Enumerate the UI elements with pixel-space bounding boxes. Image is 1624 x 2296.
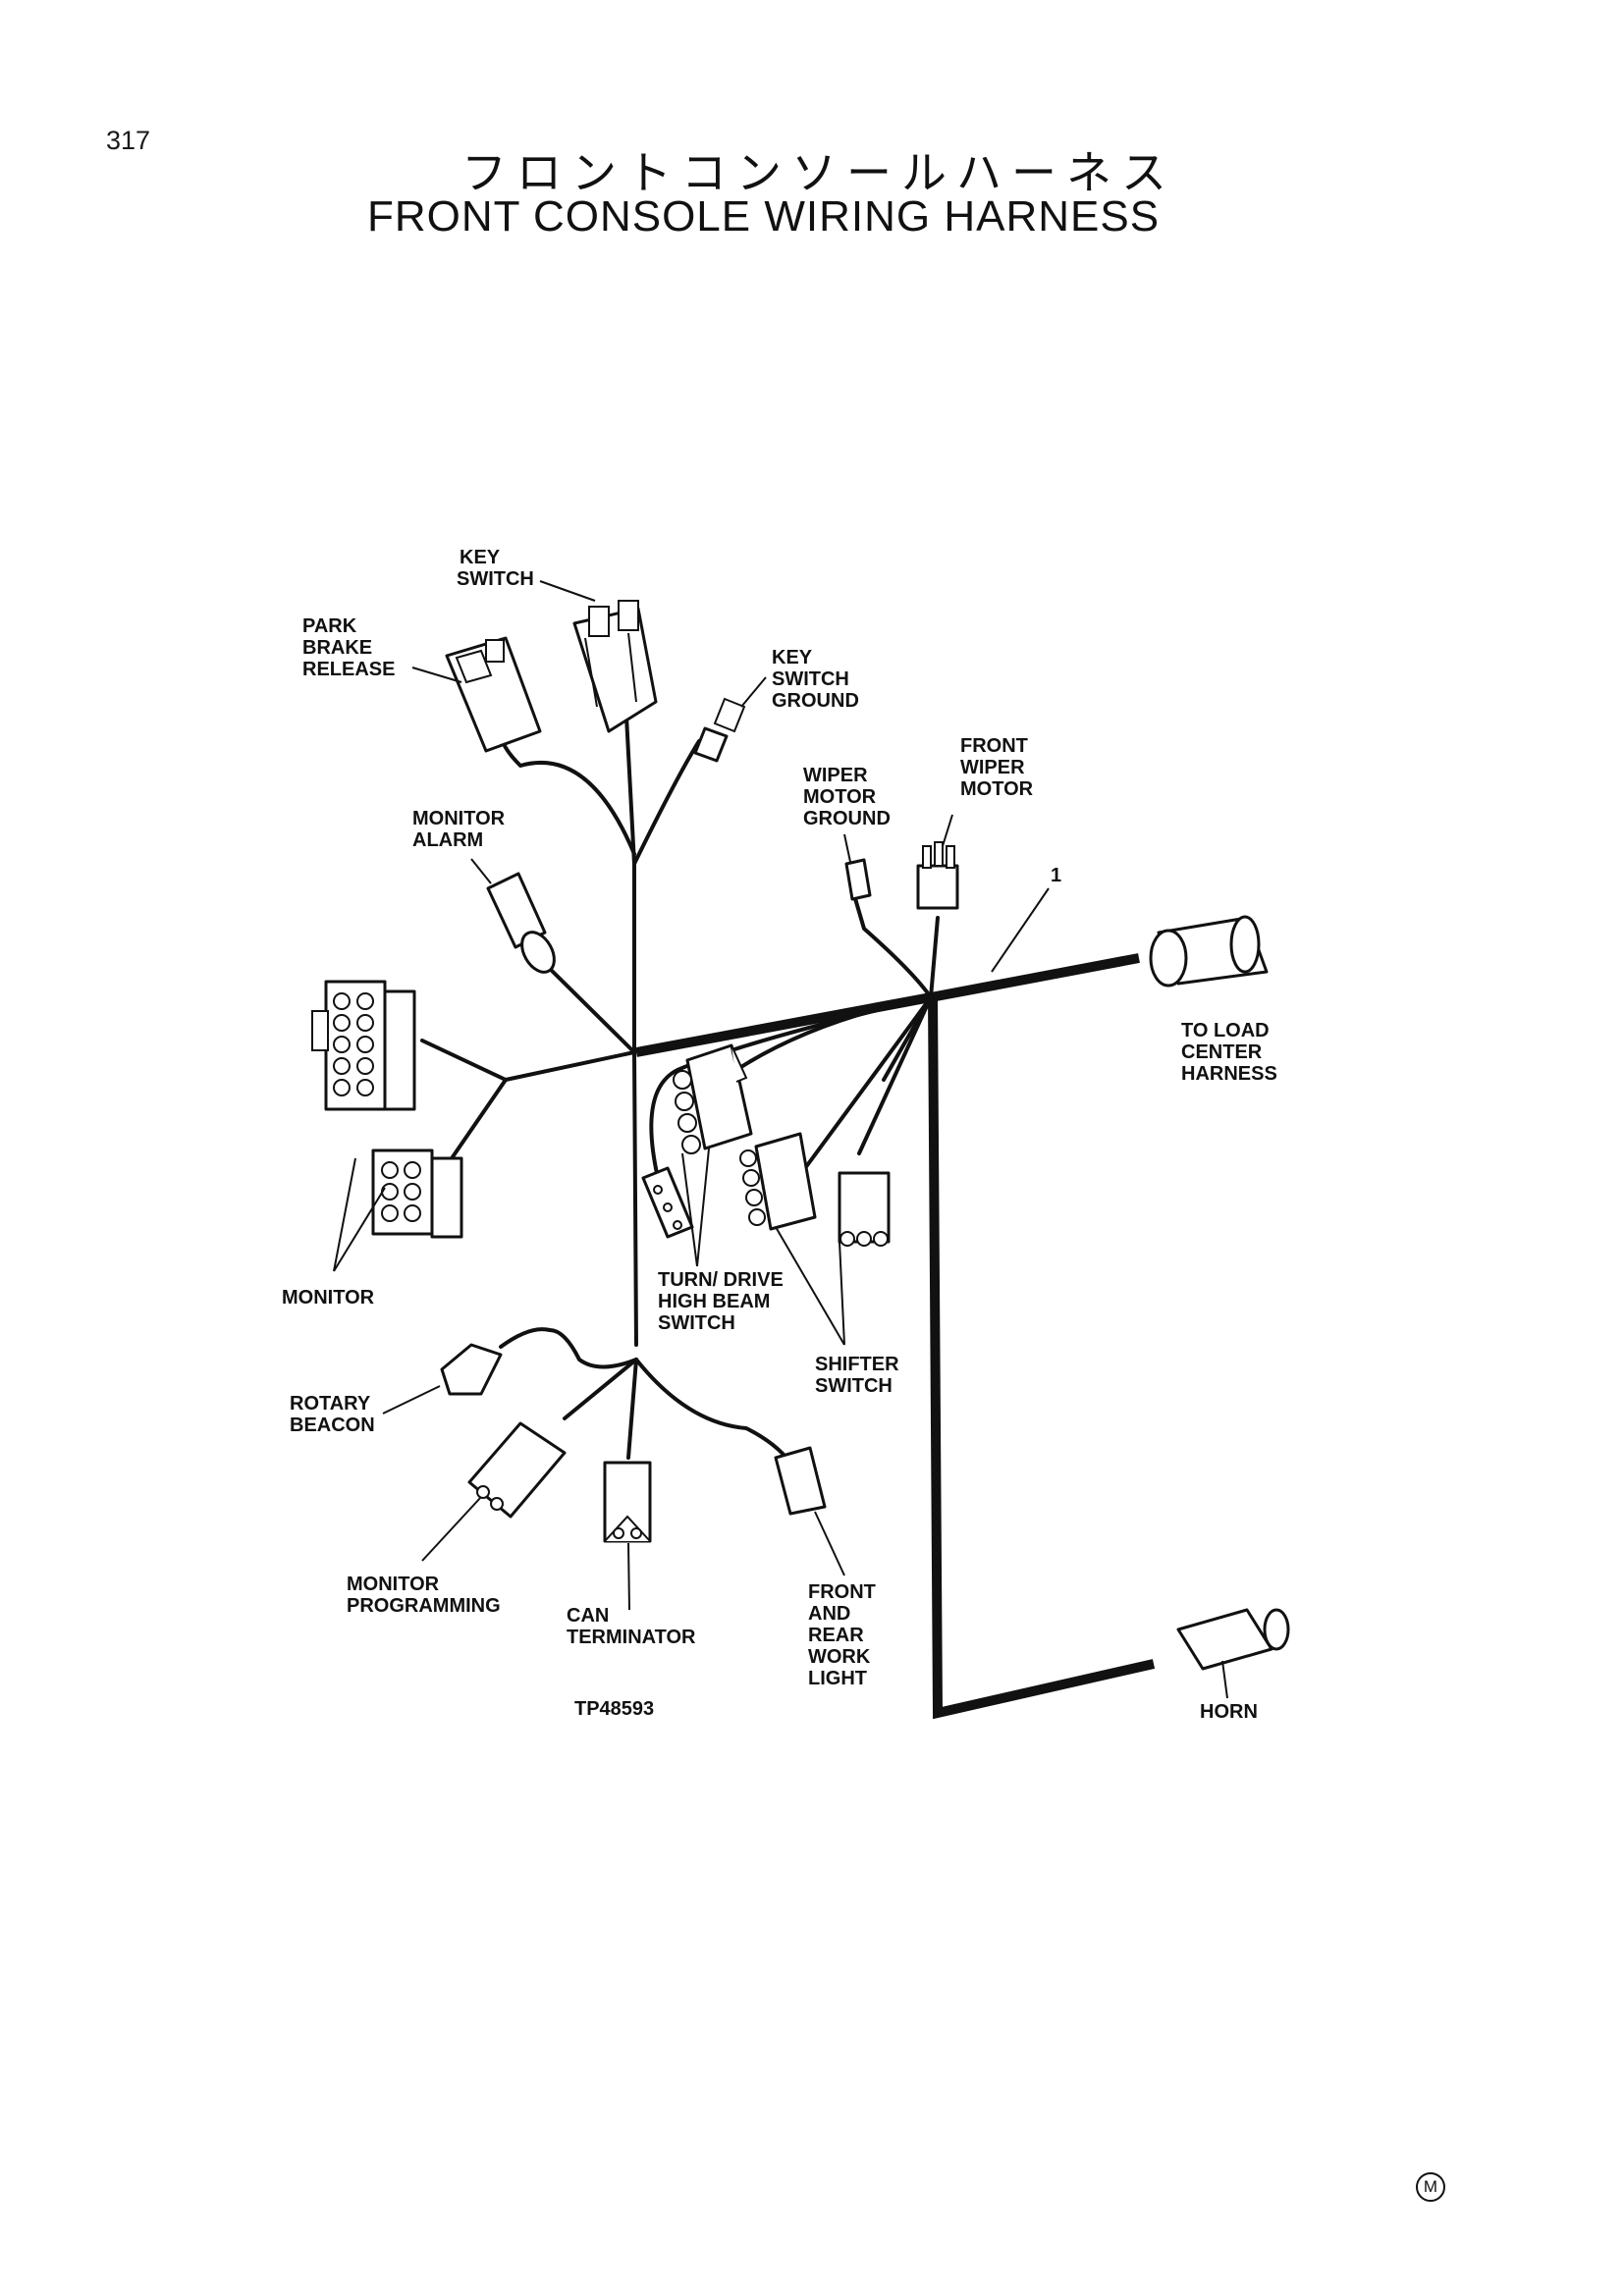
label-line: HORN: [1200, 1701, 1258, 1723]
label-line: MONITOR: [412, 808, 506, 829]
park-brake-release-connector: [445, 636, 542, 753]
label-line: MONITOR: [347, 1574, 440, 1595]
figure-id: TP48593: [574, 1698, 654, 1720]
label-line: KEY: [460, 547, 501, 568]
title-english: FRONT CONSOLE WIRING HARNESS: [367, 192, 1161, 240]
label-line: WIPER: [960, 757, 1025, 778]
work-light-connector: [774, 1446, 827, 1516]
callout-number-1: 1: [1051, 865, 1061, 886]
label-line: TERMINATOR: [567, 1627, 696, 1648]
monitor-connector-6pin: [371, 1148, 463, 1239]
label-line: AND: [808, 1603, 850, 1625]
label-line: GROUND: [772, 690, 859, 712]
monitor-programming-connector: [467, 1421, 567, 1519]
label-line: WIPER: [803, 765, 868, 786]
label-can-terminator: CAN TERMINATOR: [567, 1605, 696, 1648]
label-rotary-beacon: ROTARY BEACON: [290, 1393, 375, 1436]
label-line: CAN: [567, 1605, 609, 1627]
wiper-motor-ground-terminal: [844, 858, 872, 901]
label-line: TO LOAD: [1181, 1020, 1270, 1041]
label-line: REAR: [808, 1625, 864, 1646]
label-monitor-alarm: MONITOR ALARM: [412, 808, 506, 851]
label-line: KEY: [772, 647, 813, 668]
label-key-switch-ground: KEY SWITCH GROUND: [772, 647, 859, 712]
shifter-switch-connector: [739, 1132, 891, 1247]
label-line: TURN/ DRIVE: [658, 1269, 784, 1291]
label-line: ALARM: [412, 829, 483, 851]
label-turn-drive-high-beam-switch: TURN/ DRIVE HIGH BEAM SWITCH: [658, 1269, 784, 1334]
label-monitor-programming: MONITOR PROGRAMMING: [347, 1574, 501, 1617]
label-to-load-center-harness: TO LOAD CENTER HARNESS: [1181, 1020, 1277, 1085]
label-monitor: MONITOR: [282, 1287, 375, 1308]
key-switch-ground-terminal: [693, 697, 746, 763]
monitor-connector-12pin: [311, 980, 416, 1111]
label-line: SWITCH: [658, 1312, 735, 1334]
rotary-beacon-connector: [440, 1343, 503, 1396]
label-line: FRONT: [960, 735, 1028, 757]
label-park-brake-release: PARK BRAKE RELEASE: [302, 615, 395, 680]
label-line: SHIFTER: [815, 1354, 899, 1375]
title-japanese: フロントコンソールハーネス: [461, 146, 1176, 199]
label-line: HIGH BEAM: [658, 1291, 770, 1312]
page-number: 317: [106, 126, 151, 155]
label-line: PROGRAMMING: [347, 1595, 501, 1617]
label-key-switch: KEY SWITCH: [457, 547, 534, 590]
label-line: SWITCH: [772, 668, 849, 690]
label-line: PARK: [302, 615, 357, 637]
label-wiper-motor-ground: WIPER MOTOR GROUND: [803, 765, 891, 829]
label-line: WORK: [808, 1646, 871, 1668]
label-front-wiper-motor: FRONT WIPER MOTOR: [960, 735, 1034, 800]
label-line: HARNESS: [1181, 1063, 1277, 1085]
can-terminator-plug: [603, 1461, 652, 1543]
label-line: MOTOR: [803, 786, 877, 808]
horn-connector: [1176, 1608, 1290, 1671]
turn-drive-switch-connector: [641, 1043, 753, 1239]
label-front-and-rear-work-light: FRONT AND REAR WORK LIGHT: [808, 1581, 876, 1689]
label-line: MONITOR: [282, 1287, 375, 1308]
leader-lines: [333, 580, 1228, 1699]
label-line: FRONT: [808, 1581, 876, 1603]
label-line: MOTOR: [960, 778, 1034, 800]
label-horn: HORN: [1200, 1701, 1258, 1723]
label-line: BEACON: [290, 1415, 375, 1436]
label-line: SWITCH: [815, 1375, 893, 1397]
key-switch-connector: [572, 600, 658, 733]
label-line: LIGHT: [808, 1668, 867, 1689]
monitor-alarm-component: [486, 872, 556, 974]
label-line: CENTER: [1181, 1041, 1263, 1063]
front-wiper-motor-connector: [916, 841, 959, 910]
label-shifter-switch: SHIFTER SWITCH: [815, 1354, 899, 1397]
label-line: SWITCH: [457, 568, 534, 590]
load-center-connector: [1149, 915, 1269, 988]
registered-mark: M: [1416, 2172, 1445, 2202]
label-line: GROUND: [803, 808, 891, 829]
label-line: BRAKE: [302, 637, 372, 659]
label-line: RELEASE: [302, 659, 395, 680]
label-line: ROTARY: [290, 1393, 371, 1415]
